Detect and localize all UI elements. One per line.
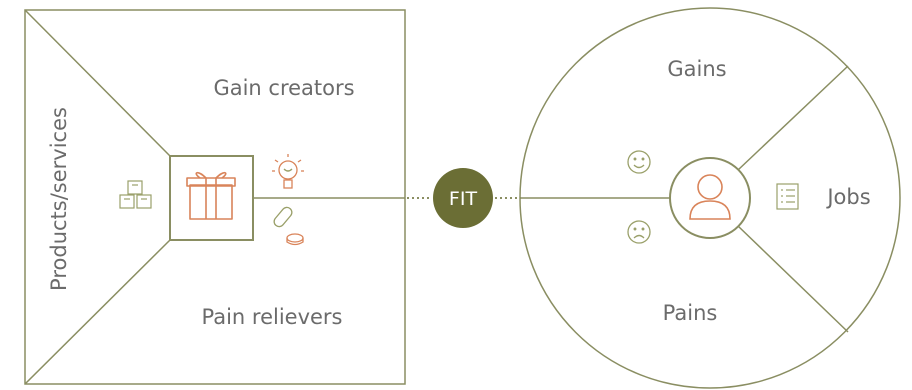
value-map-diagonal-top (24, 9, 171, 157)
fit-label: FIT (449, 188, 478, 210)
checklist-icon (776, 183, 799, 210)
customer-profile-circle (519, 7, 901, 389)
customer-profile (519, 7, 901, 389)
fit-badge (433, 168, 493, 228)
pills-icon (273, 206, 304, 246)
value-map (24, 9, 406, 385)
products-box (169, 155, 254, 241)
gift-icon (186, 171, 236, 220)
gain-creators-label: Gain creators (213, 76, 354, 100)
value-map-frame (24, 9, 406, 385)
user-icon (689, 174, 731, 220)
jobs-divider-bottom (737, 225, 849, 333)
gains-label: Gains (667, 57, 726, 81)
smile-icon (627, 150, 651, 174)
boxes-icon (119, 180, 152, 209)
pain-relievers-label: Pain relievers (201, 305, 342, 329)
value-map-diagonal-bottom (24, 239, 171, 385)
lightbulb-icon (272, 154, 304, 189)
pains-label: Pains (663, 301, 718, 325)
frown-icon (627, 220, 651, 244)
customer-center (669, 157, 751, 239)
jobs-label: Jobs (825, 185, 870, 209)
jobs-divider-top (737, 65, 849, 171)
products-services-label: Products/services (47, 107, 71, 291)
